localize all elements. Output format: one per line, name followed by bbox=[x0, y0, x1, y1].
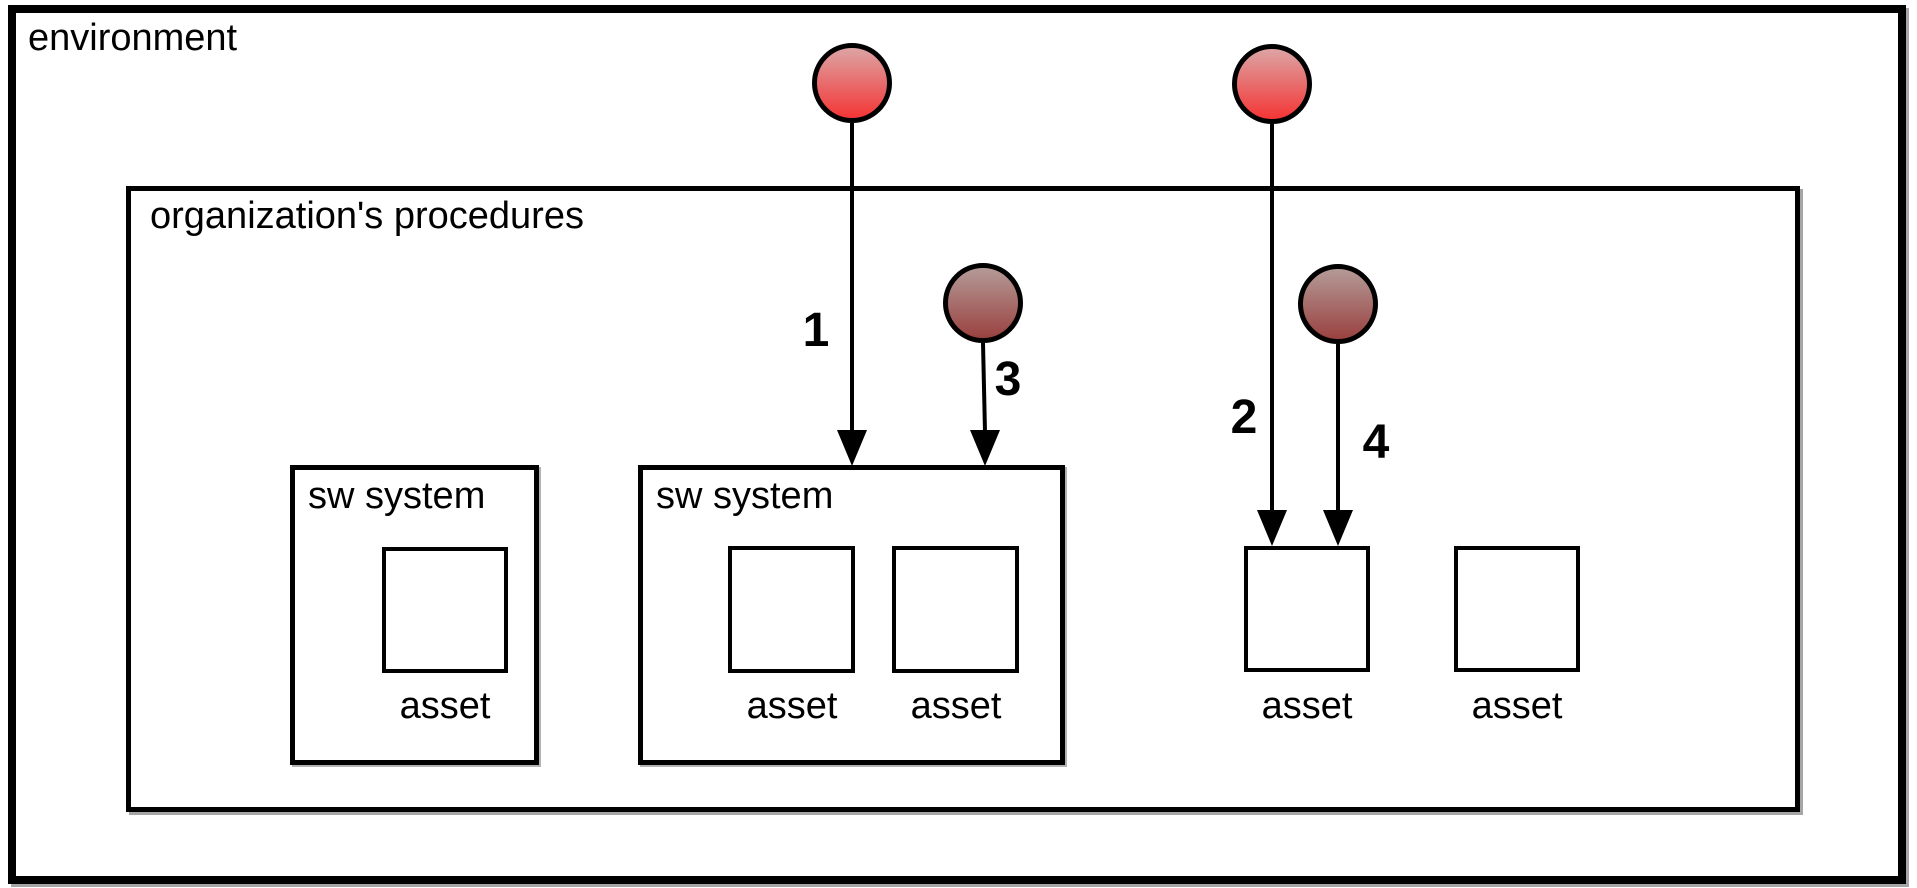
asset-label-sw2-left: asset bbox=[746, 685, 838, 727]
asset-label-standalone-2: asset bbox=[1471, 685, 1563, 727]
external-threat-circle-icon bbox=[812, 43, 892, 123]
internal-threat-circle-icon bbox=[943, 263, 1023, 343]
attack-number-4: 4 bbox=[1362, 416, 1390, 469]
asset-box-standalone-1 bbox=[1244, 546, 1370, 672]
organization-procedures-label: organization's procedures bbox=[150, 195, 584, 237]
asset-box-standalone-2 bbox=[1454, 546, 1580, 672]
external-threat-circle-icon bbox=[1232, 44, 1312, 124]
asset-label-sw2-right: asset bbox=[910, 685, 1002, 727]
internal-threat-circle-icon bbox=[1298, 264, 1378, 344]
sw-system-1-label: sw system bbox=[308, 475, 486, 517]
asset-box-sw1 bbox=[382, 547, 508, 673]
attack-number-2: 2 bbox=[1230, 391, 1258, 444]
attack-number-1: 1 bbox=[802, 304, 830, 357]
attack-number-3: 3 bbox=[994, 353, 1022, 406]
asset-box-sw2-right bbox=[892, 546, 1019, 673]
asset-box-sw2-left bbox=[728, 546, 855, 673]
asset-label-sw1: asset bbox=[399, 685, 491, 727]
environment-label: environment bbox=[28, 17, 238, 59]
sw-system-2-label: sw system bbox=[656, 475, 834, 517]
asset-label-standalone-1: asset bbox=[1261, 685, 1353, 727]
